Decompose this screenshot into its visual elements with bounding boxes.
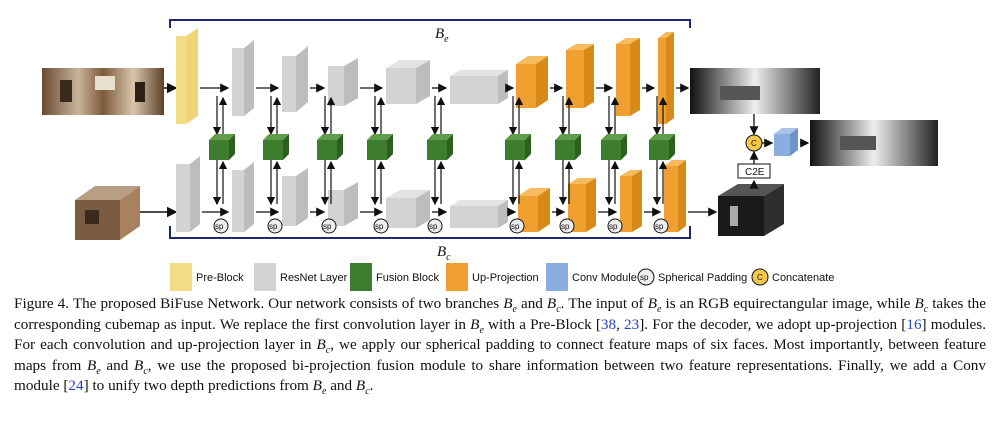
legend-resnet-layer: ResNet Layer — [254, 263, 348, 291]
fusion-block — [649, 96, 675, 206]
spherical-padding-marker: sp — [321, 218, 337, 234]
legend-conv-module: Conv Module — [546, 263, 637, 291]
svg-text:sp: sp — [640, 273, 649, 282]
spherical-padding-markers: sp sp sp sp sp sp sp sp sp — [213, 218, 669, 234]
resnet-layer — [386, 190, 430, 228]
sp-label: sp — [609, 222, 618, 231]
resnet-layer — [282, 46, 308, 112]
c2e-module: C2E — [737, 163, 771, 179]
resnet-layer — [450, 200, 508, 228]
citation-link[interactable]: 24 — [68, 377, 84, 395]
bottom-branch-decoder — [518, 160, 686, 232]
fusion-block — [505, 96, 531, 206]
sp-label: sp — [511, 222, 520, 231]
bifuse-network-diagram: Be Bc — [42, 19, 938, 291]
svg-text:Pre-Block: Pre-Block — [196, 272, 244, 284]
fusion-blocks — [209, 96, 675, 206]
up-projection — [664, 160, 686, 232]
citation-link[interactable]: 38 — [600, 315, 617, 333]
final-depth-output — [810, 120, 938, 166]
up-projection — [620, 170, 642, 232]
up-projection — [616, 38, 640, 116]
equirectangular-input-image — [42, 68, 164, 115]
up-projection — [566, 44, 594, 108]
legend-spherical-padding: sp Spherical Padding — [637, 268, 747, 286]
cubemap-input-image — [75, 186, 140, 240]
fusion-block — [555, 96, 581, 206]
be-bracket: Be — [169, 19, 691, 45]
sp-label: sp — [429, 222, 438, 231]
spherical-padding-marker: sp — [373, 218, 389, 234]
resnet-layer — [232, 40, 254, 116]
up-projection — [658, 32, 674, 124]
figure-caption: Figure 4. The proposed BiFuse Network. O… — [14, 295, 986, 398]
fusion-block — [601, 96, 627, 206]
legend-pre-block: Pre-Block — [170, 263, 244, 291]
sp-label: sp — [269, 222, 278, 231]
c2e-label: C2E — [745, 167, 765, 178]
be-label: Be — [435, 26, 449, 45]
svg-text:C: C — [751, 139, 757, 148]
spherical-padding-marker: sp — [559, 218, 575, 234]
svg-text:Up-Projection: Up-Projection — [472, 272, 539, 284]
resnet-layer — [176, 156, 200, 232]
svg-text:Concatenate: Concatenate — [772, 272, 834, 284]
up-projection — [568, 178, 596, 232]
conv-module — [774, 128, 798, 156]
cubemap-depth-output — [718, 184, 784, 236]
svg-text:Conv Module: Conv Module — [572, 272, 637, 284]
spherical-padding-marker: sp — [509, 218, 525, 234]
legend-up-projection: Up-Projection — [446, 263, 539, 291]
legend-concatenate: C Concatenate — [751, 268, 834, 286]
legend: Pre-Block ResNet Layer Fusion Block Up-P… — [170, 263, 834, 291]
resnet-layer — [282, 168, 308, 226]
resnet-layer — [328, 182, 358, 226]
sp-label: sp — [655, 222, 664, 231]
top-branch-encoder — [176, 28, 508, 124]
up-projection — [518, 188, 550, 232]
equirectangular-depth-output — [690, 68, 820, 114]
fusion-block — [263, 96, 289, 206]
sp-label: sp — [561, 222, 570, 231]
legend-fusion-block: Fusion Block — [350, 263, 439, 291]
top-branch-decoder — [516, 32, 674, 124]
resnet-layer — [328, 58, 358, 106]
concatenate-marker: C — [745, 134, 763, 152]
up-projection — [516, 56, 548, 108]
sp-label: sp — [375, 222, 384, 231]
bottom-branch-encoder — [176, 156, 508, 232]
resnet-layer — [386, 60, 430, 104]
citation-link[interactable]: 23 — [624, 315, 640, 333]
citation-link[interactable]: 16 — [906, 315, 922, 333]
bc-bracket: Bc — [169, 226, 691, 263]
spherical-padding-marker: sp — [267, 218, 283, 234]
sp-label: sp — [323, 222, 332, 231]
spherical-padding-marker: sp — [653, 218, 669, 234]
spherical-padding-marker: sp — [427, 218, 443, 234]
bc-label: Bc — [437, 244, 451, 263]
svg-text:Fusion Block: Fusion Block — [376, 272, 439, 284]
resnet-layer — [450, 70, 508, 104]
fusion-block — [317, 96, 343, 206]
spherical-padding-marker: sp — [213, 218, 229, 234]
fusion-block — [209, 96, 235, 206]
spherical-padding-marker: sp — [607, 218, 623, 234]
fusion-block — [367, 96, 393, 206]
resnet-layer — [232, 162, 254, 232]
pre-block — [176, 28, 198, 124]
svg-text:Spherical Padding: Spherical Padding — [658, 272, 747, 284]
sp-label: sp — [215, 222, 224, 231]
svg-text:ResNet Layer: ResNet Layer — [280, 272, 348, 284]
fusion-block — [427, 96, 453, 206]
svg-text:C: C — [757, 273, 763, 282]
